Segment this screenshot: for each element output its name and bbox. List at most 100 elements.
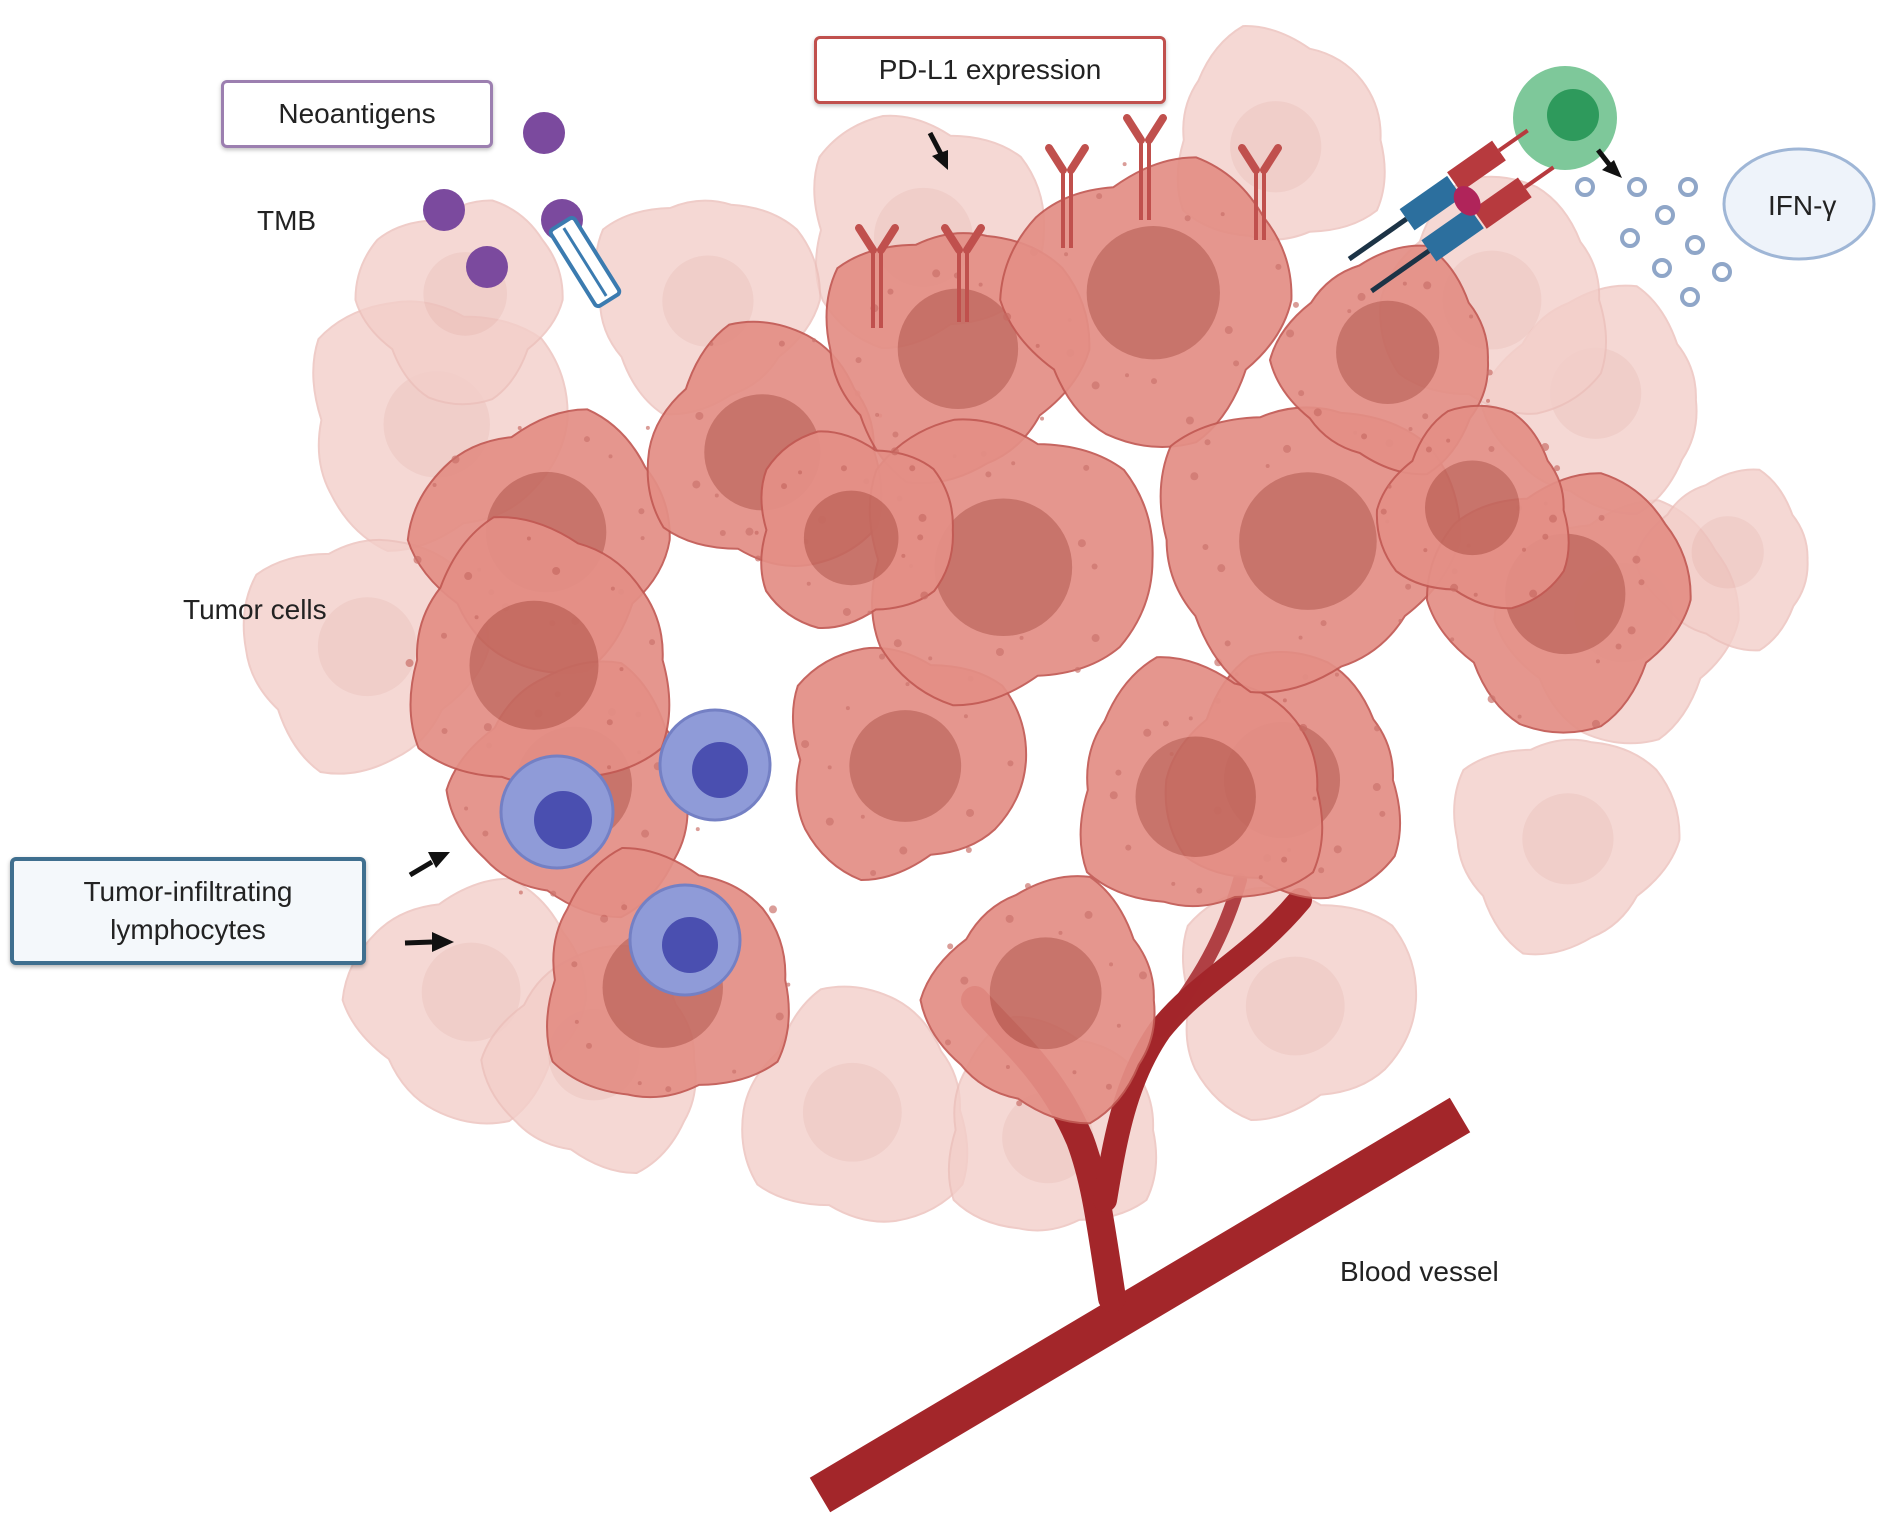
cell-granule [1188,716,1193,721]
cell-granule [1283,444,1292,453]
cell-granule [778,340,785,347]
vessel-main-trunk [809,1097,1471,1513]
cell-granule [965,846,972,853]
cell-granule [719,529,726,536]
cell-granule [1347,309,1352,314]
til-label-line-2: lymphocytes [110,914,266,945]
cell-granule [1224,640,1231,647]
cell-granule [798,470,803,475]
cell-granule [1379,810,1386,817]
cell-granule [1334,672,1339,677]
cell-granule [695,827,700,832]
cell-granule [745,527,754,536]
tumor-cell-nucleus [897,288,1019,410]
cell-granule [1016,1100,1023,1107]
cell-granule [1486,398,1491,403]
cell-granule [1387,484,1392,489]
cell-granule [1313,408,1322,417]
cell-granule [995,648,1004,656]
cell-granule [1109,791,1118,800]
cell-granule [827,765,832,770]
cell-granule [610,586,615,591]
ifn-gamma-dot [1712,262,1732,282]
tumor-cell [754,430,954,629]
lymphocyte-nucleus-icon [662,917,718,973]
cell-granule [640,536,645,541]
cell-granule [1011,461,1016,466]
cell-granule [608,454,613,459]
cell-granule [1638,579,1645,586]
cell-granule [1064,252,1069,257]
cell-granule [928,656,933,661]
arrow-icon [927,131,948,170]
cell-granule [1058,930,1063,935]
tumor-cell [1375,404,1570,610]
tumor-cell [1268,244,1493,476]
tumor-cell [1159,406,1461,694]
cell-granule [1450,637,1455,642]
cell-granule [600,914,609,923]
tumor-cell [741,985,969,1223]
cell-granule [1486,369,1493,376]
tumor-cell-nucleus [421,942,521,1042]
cell-granule [867,610,872,615]
cell-granule [754,530,759,535]
cell-granule [441,632,448,639]
cell-granule [1408,427,1413,432]
cell-granule [619,667,624,672]
tumor-cell-nucleus [1239,472,1377,610]
cell-granule [1554,465,1561,472]
cell-granule [1138,971,1147,980]
cell-granule [932,269,941,278]
cell-granule [1333,845,1342,854]
tumor-cell-nucleus [317,597,417,697]
blood-vessel-label: Blood vessel [1340,1256,1499,1287]
cell-granule [451,455,460,464]
cell-granule [966,808,975,817]
cell-granule [482,830,489,837]
cell-granule [692,480,701,489]
cell-granule [585,1042,592,1049]
ifn-gamma-dot [1620,228,1640,248]
cell-granule [441,728,448,735]
cell-granule [1423,281,1432,290]
cell-granule [1402,281,1407,286]
cell-granule [1007,760,1014,767]
cell-granule [583,436,590,443]
cell-granule [638,508,645,515]
cell-granule [637,1081,642,1086]
ifn-gamma-dot [1655,205,1675,225]
cell-granule [413,555,422,564]
tumor-cell [999,156,1293,448]
cell-granule [1115,769,1122,776]
cell-granule [1184,215,1191,222]
ifn-gamma-dot [1678,177,1698,197]
cell-granule [1488,445,1495,452]
cell-granule [917,534,924,541]
cell-granule [1125,373,1130,378]
cell-granule [825,817,834,826]
cell-granule [768,905,777,914]
neoantigen-dot [466,246,508,288]
cell-granule [1258,875,1263,880]
cell-granule [1405,583,1412,590]
til-label-line-1: Tumor-infiltrating [83,876,293,908]
cell-granule [1380,508,1387,515]
cell-granule [1116,1023,1121,1028]
pdl1-receptor-icon [1238,144,1282,240]
tumor-cell-nucleus [989,937,1102,1050]
neoantigens-label: Neoantigens [278,98,436,130]
cell-granule [892,431,899,438]
cell-granule [464,572,473,581]
cell-granule [978,282,983,287]
tumor-cell [919,875,1156,1125]
tumor-cell-nucleus [469,600,599,730]
cell-granule [875,412,880,417]
ifn-gamma-dot [1627,177,1647,197]
cell-granule [812,338,817,343]
cell-granule [1077,539,1086,548]
arrow-icon [408,852,450,878]
pdl1-receptor-icon [1045,144,1089,248]
cell-granule [526,536,531,541]
